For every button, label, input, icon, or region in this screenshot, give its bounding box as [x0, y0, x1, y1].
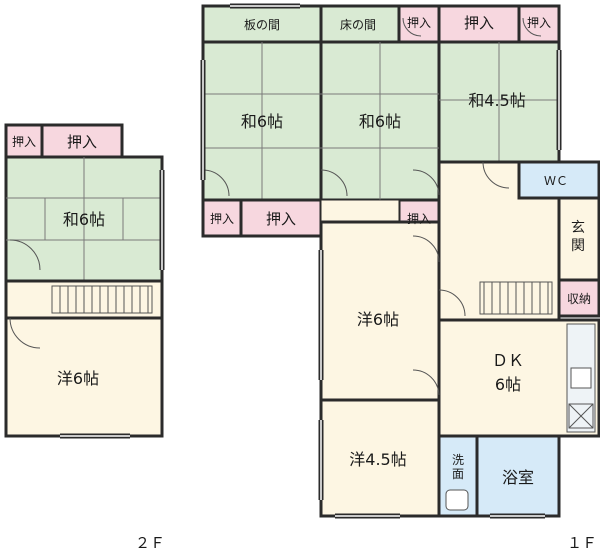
f1-closet-top-3-label: 押入: [527, 16, 551, 30]
f1-closet-top-1-label: 押入: [407, 16, 431, 30]
f1-windows: [200, 3, 562, 519]
f2-tatami-lines: [6, 157, 162, 281]
f1-dk-size-label: 6帖: [495, 375, 521, 394]
f2-closet-small-label: 押入: [12, 135, 36, 149]
f1-washitsu-mid-label: 和6帖: [359, 112, 401, 131]
f1-wc: [517, 160, 600, 200]
f1-genkan-char-1: 玄: [571, 219, 585, 236]
f1-closet-bottom-1: [201, 198, 243, 238]
floor-1f: [200, 3, 600, 519]
f1-closet-bottom-2-label: 押入: [266, 210, 296, 228]
f1-closet-bottom-1-label: 押入: [210, 212, 234, 226]
f1-closet-top-2: [437, 4, 521, 44]
f1-sink: [570, 367, 592, 389]
f1-genkan-label: 玄関: [571, 219, 585, 254]
f1-senmen-char-2: 面: [452, 467, 464, 481]
f1-washitsu-left-label: 和6帖: [241, 112, 283, 131]
f1-itanoma-label: 板の間: [244, 18, 280, 32]
f1-senmen-label: 洗面: [452, 453, 464, 481]
f1-dk-label: ＤＫ: [492, 351, 524, 370]
f1-stove: [568, 403, 594, 429]
f1-genkan-char-2: 関: [571, 238, 585, 254]
f2-washitsu-label: 和6帖: [63, 210, 105, 229]
f1-yokushitsu-label: 浴室: [502, 468, 534, 487]
f1-genkan: [557, 196, 600, 282]
f1-senmen-char-1: 洗: [452, 453, 464, 467]
f2-youshitsu-label: 洋6帖: [57, 369, 99, 388]
f2-stairs: [51, 285, 153, 314]
f1-closet-top-2-label: 押入: [464, 14, 494, 32]
f1-youshitsu-6-label: 洋6帖: [357, 310, 399, 329]
f2-door-swing-2: [9, 239, 41, 271]
f1-hall-strip: [320, 199, 400, 223]
f1-stairs: [479, 281, 553, 315]
f1-shuno: [557, 278, 600, 318]
f1-shuno-label: 収納: [567, 292, 591, 306]
f1-door-swings: [202, 17, 542, 396]
f2-door-swing: [9, 317, 41, 349]
f1-washbasin: [445, 489, 469, 511]
f1-closet-bottom-3-label: 押入: [407, 212, 431, 226]
f1-washitsu-right-label: 和4.5帖: [468, 91, 525, 110]
f1-wc-label: ＷＣ: [544, 174, 568, 188]
f2-closet-label: 押入: [67, 133, 97, 151]
f1-youshitsu-45-label: 洋4.5帖: [349, 450, 406, 469]
f1-tatami-lines: [203, 42, 559, 200]
floor-2f-label: ２Ｆ: [135, 534, 165, 551]
f2-youshitsu: [4, 316, 164, 438]
f1-tokonoma-label: 床の間: [340, 18, 376, 32]
floor-1f-label: １Ｆ: [567, 534, 597, 551]
f1-yokushitsu: [475, 434, 561, 518]
floor-2f: [4, 123, 165, 439]
